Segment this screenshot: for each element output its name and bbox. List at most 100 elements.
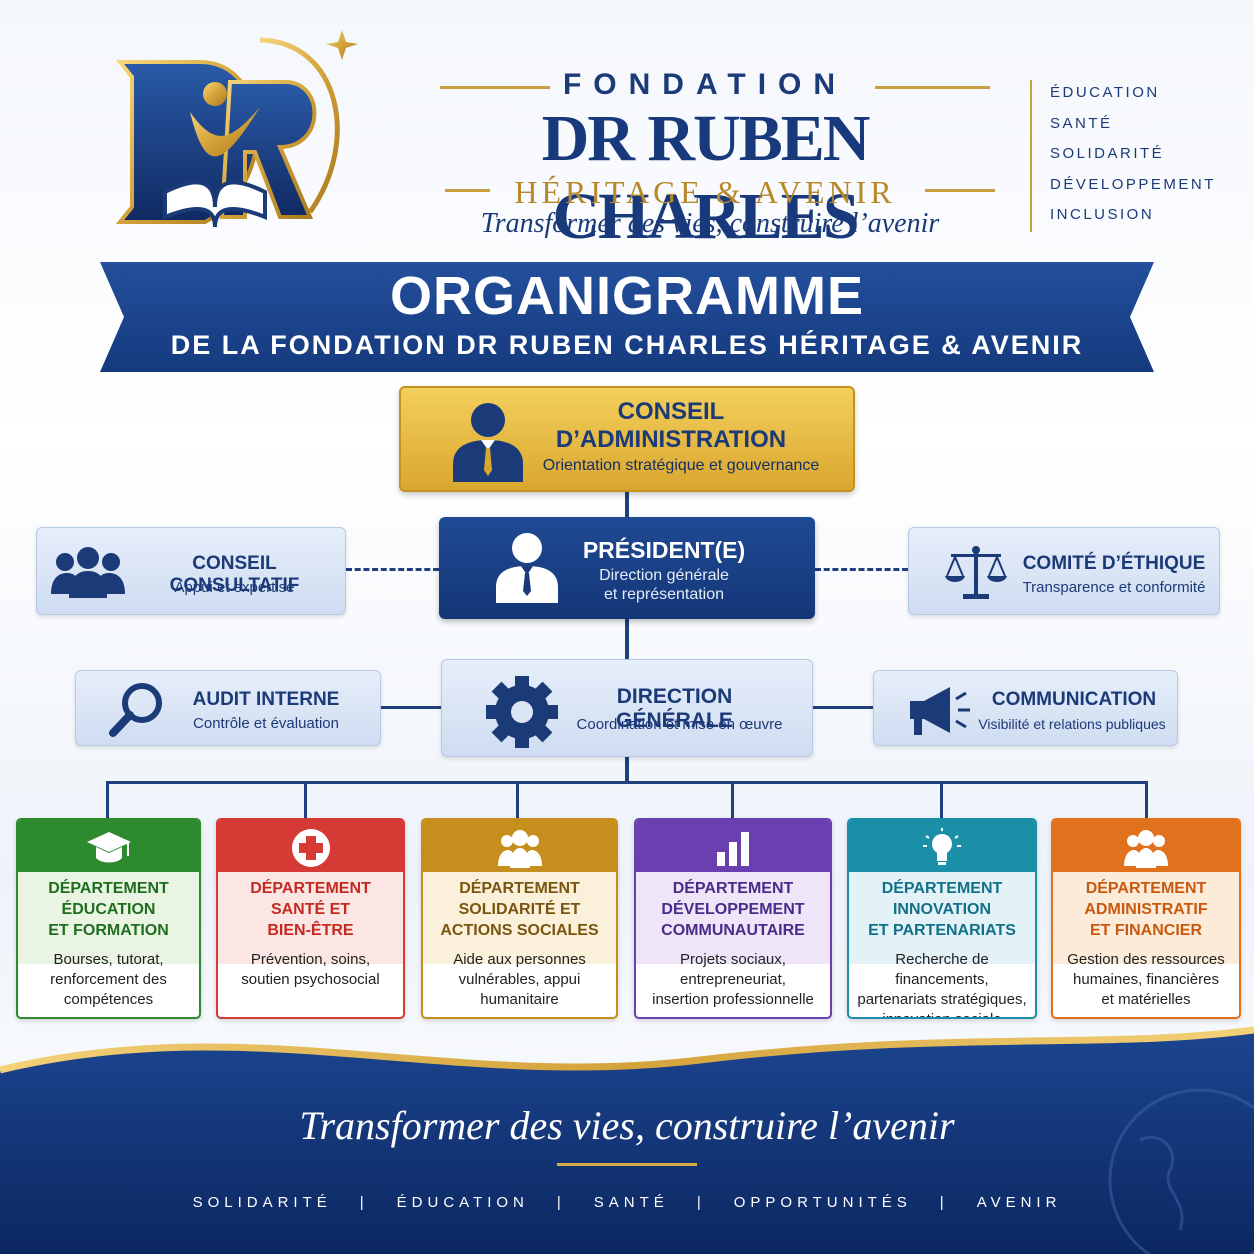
node-conseil-administration: CONSEIL D’ADMINISTRATION Orientation str… xyxy=(399,386,855,492)
footer-value: SANTÉ xyxy=(593,1194,669,1211)
department-name-line: DÉPARTEMENT xyxy=(672,880,794,897)
connector-line xyxy=(731,781,734,818)
footer-rule xyxy=(557,1163,697,1166)
community-icon xyxy=(497,830,542,868)
department-name-line: SANTÉ ET xyxy=(270,901,351,918)
footer-value: OPPORTUNITÉS xyxy=(733,1194,912,1211)
person-suit-icon xyxy=(453,403,523,482)
node-comite-ethique: COMITÉ D’ÉTHIQUE Transparence et conform… xyxy=(908,527,1220,615)
header-value: DÉVELOPPEMENT xyxy=(1050,175,1216,193)
connector-line xyxy=(813,706,873,709)
foundation-logo xyxy=(115,30,358,228)
footer-separator: | xyxy=(359,1194,369,1211)
node-subtitle: Visibilité et relations publiques xyxy=(978,716,1166,732)
connector-line xyxy=(106,781,1148,784)
banner-subtitle: DE LA FONDATION DR RUBEN CHARLES HÉRITAG… xyxy=(170,330,1084,360)
node-conseil-consultatif: CONSEIL CONSULTATIF Appui et expertise xyxy=(36,527,346,615)
connector-line xyxy=(625,619,629,659)
header-foundation-name: DR RUBEN CHARLES xyxy=(541,102,871,253)
footer-separator: | xyxy=(939,1194,949,1211)
department-name-line: ET FORMATION xyxy=(48,922,169,939)
header-tagline: Transformer des vies, construire l’aveni… xyxy=(480,208,940,239)
department-name-line: ET PARTENARIATS xyxy=(868,922,1016,939)
department-description-line: Aide aux personnes xyxy=(453,951,586,968)
department-name: DÉPARTEMENT SANTÉ ET BIEN-ÊTRE xyxy=(222,878,399,941)
department-name-line: DÉPARTEMENT xyxy=(1085,880,1207,897)
footer-wave xyxy=(0,1026,1254,1254)
node-title: PRÉSIDENT(E) xyxy=(582,537,746,563)
department-description: Recherche de financements,partenariats s… xyxy=(853,950,1031,1017)
megaphone-icon xyxy=(910,687,970,735)
person-icon xyxy=(496,533,558,603)
department-description-line: insertion professionnelle xyxy=(652,991,814,1008)
node-title: COMITÉ D’ÉTHIQUE xyxy=(1022,553,1206,574)
department-description: Prévention, soins,soutien psychosocial xyxy=(222,950,399,990)
department-name-line: ET FINANCIER xyxy=(1090,922,1202,939)
department-title-band xyxy=(636,872,830,964)
department-title-band xyxy=(1053,872,1239,964)
header-heritage: HÉRITAGE & AVENIR xyxy=(514,174,896,210)
lightbulb-icon xyxy=(923,828,961,865)
department-title-band xyxy=(423,872,616,964)
header-rule xyxy=(440,86,550,89)
department-name-line: SOLIDARITÉ ET xyxy=(458,901,581,918)
node-title: AUDIT INTERNE xyxy=(192,689,340,710)
department-description-line: humanitaire xyxy=(480,991,559,1008)
header-value: ÉDUCATION xyxy=(1050,84,1160,101)
header-rule xyxy=(875,86,990,89)
node-president: PRÉSIDENT(E) Direction générale et repré… xyxy=(439,517,815,619)
header-rule xyxy=(925,189,995,192)
footer-separator: | xyxy=(556,1194,566,1211)
graduation-cap-icon xyxy=(86,832,131,863)
department-name-line: DÉVELOPPEMENT xyxy=(661,901,805,918)
department-card: DÉPARTEMENT SOLIDARITÉ ET ACTIONS SOCIALES… xyxy=(421,818,618,1019)
connector-line xyxy=(516,781,519,818)
header-divider xyxy=(1030,80,1032,232)
department-description: Gestion des ressources humaines, financiè… xyxy=(1057,950,1235,1010)
node-subtitle: et représentation xyxy=(603,586,725,603)
department-description-line: compétences xyxy=(63,991,154,1008)
department-description-line: innovation sociale xyxy=(853,1010,1031,1017)
dashed-connector xyxy=(815,568,908,571)
connector-line xyxy=(625,492,629,517)
department-description-line: Gestion des ressources xyxy=(1067,951,1225,968)
footer-value: SOLIDARITÉ xyxy=(192,1194,332,1211)
department-name-line: INNOVATION xyxy=(892,901,992,918)
header-values-list: ÉDUCATION SANTÉ SOLIDARITÉ DÉVELOPPEMENT… xyxy=(1050,84,1216,237)
footer-value: ÉDUCATION xyxy=(396,1194,529,1211)
footer-separator: | xyxy=(696,1194,706,1211)
department-description-line: Prévention, soins, xyxy=(250,951,371,968)
node-title: DIRECTION GÉNÉRALE xyxy=(616,685,733,732)
department-description-line: humaines, financières xyxy=(1073,971,1219,988)
department-name-line: DÉPARTEMENT xyxy=(250,880,371,897)
header-value: SANTÉ xyxy=(1050,114,1113,132)
department-title-band xyxy=(18,872,199,964)
group-icon xyxy=(51,547,125,598)
department-name-line: DÉPARTEMENT xyxy=(459,880,580,897)
node-subtitle: Transparence et conformité xyxy=(1022,579,1206,596)
node-communication: COMMUNICATION Visibilité et relations pu… xyxy=(873,670,1178,746)
connector-line xyxy=(381,706,441,709)
node-subtitle: Direction générale xyxy=(599,567,729,584)
banner-title: ORGANIGRAMME xyxy=(390,266,864,326)
bar-chart-icon xyxy=(717,832,749,866)
dashed-connector xyxy=(346,568,439,571)
department-description-line: Bourses, tutorat, xyxy=(53,951,164,968)
department-card: DÉPARTEMENT SANTÉ ET BIEN-ÊTRE Prévention, … xyxy=(216,818,405,1019)
footer-value: AVENIR xyxy=(976,1194,1062,1211)
department-description-line: et matérielles xyxy=(1101,991,1191,1008)
connector-line xyxy=(304,781,307,818)
gear-icon xyxy=(486,676,558,748)
department-description-line: vulnérables, appui xyxy=(458,971,581,988)
department-name-line: ACTIONS SOCIALES xyxy=(440,922,599,939)
department-name-line: ADMINISTRATIF xyxy=(1084,901,1208,918)
team-icon xyxy=(1124,830,1168,868)
department-name-line: BIEN-ÊTRE xyxy=(267,922,354,939)
scales-icon xyxy=(945,546,1007,599)
footer-tagline: Transformer des vies, construire l’aveni… xyxy=(299,1103,955,1148)
